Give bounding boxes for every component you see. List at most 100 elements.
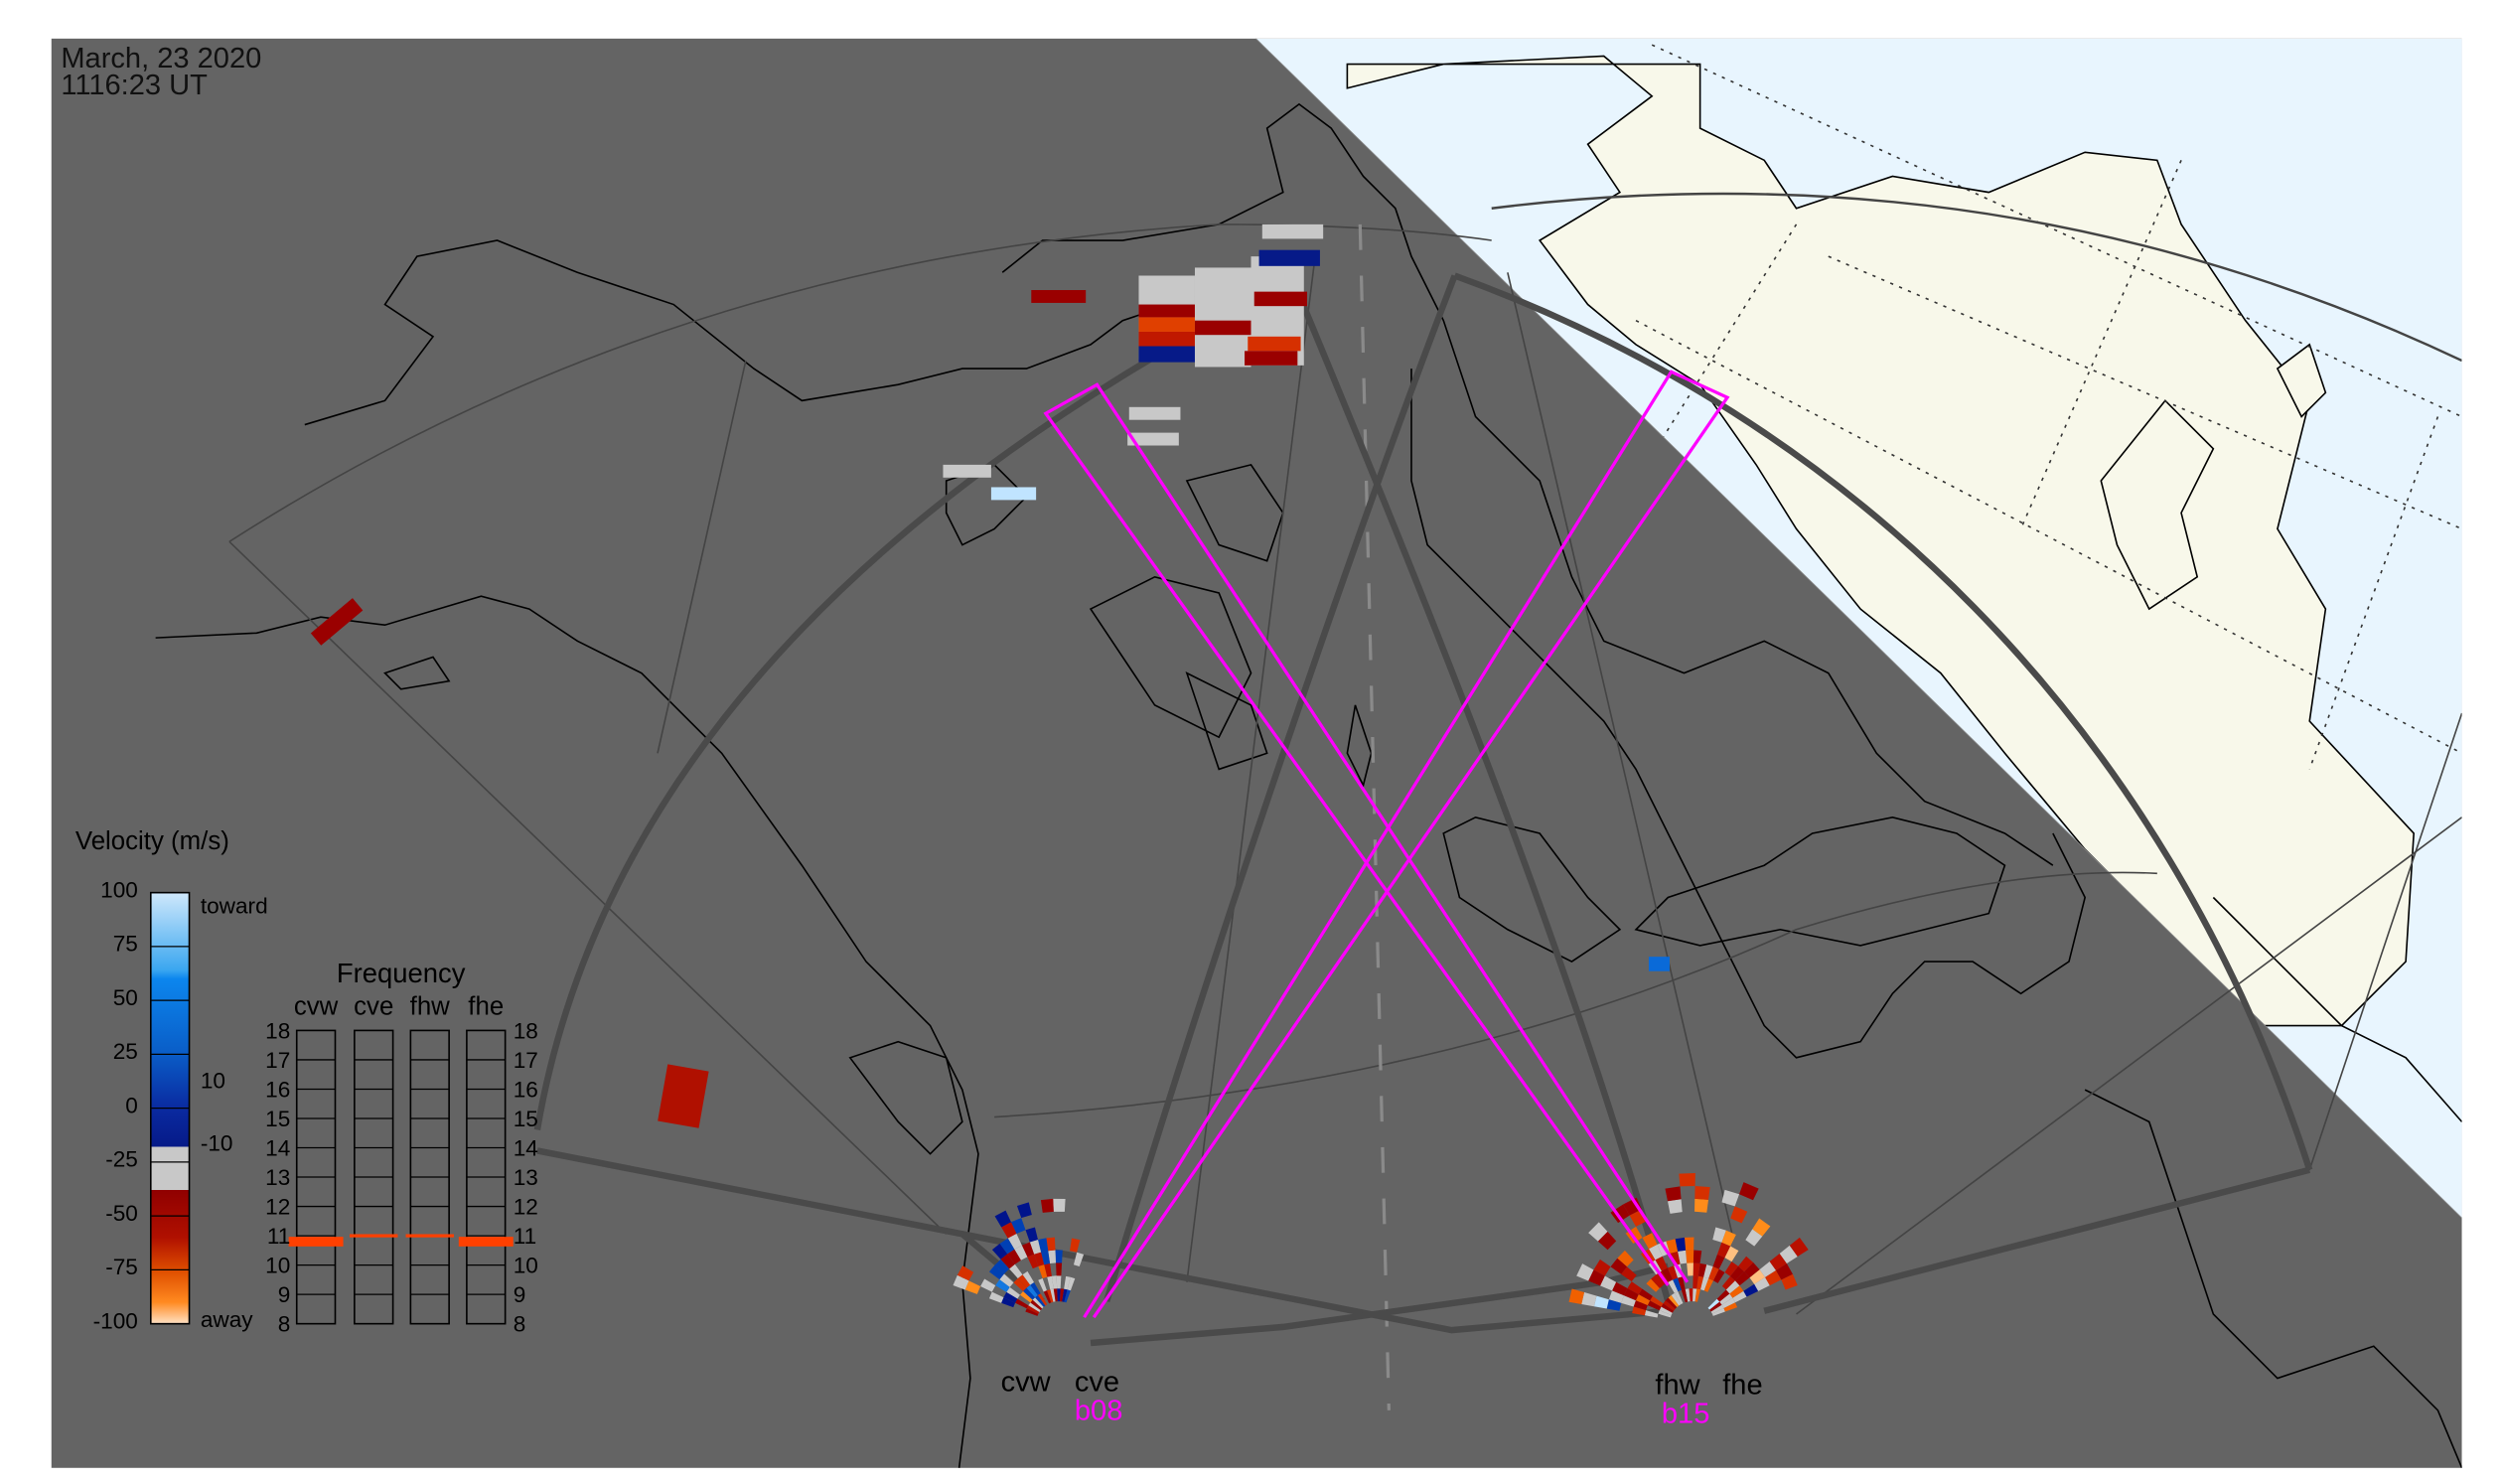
scatter-cell — [1003, 1291, 1018, 1303]
scatter-cell — [1041, 1251, 1051, 1265]
frequency-tick-right: 13 — [514, 1165, 538, 1190]
scatter-cell — [1712, 1227, 1726, 1243]
scatter-cell — [1056, 1262, 1063, 1276]
frequency-tick-left: 8 — [278, 1312, 291, 1337]
frequency-title: Frequency — [337, 958, 466, 988]
frequency-tick-left: 10 — [265, 1254, 290, 1278]
scatter-cell — [1725, 1280, 1740, 1294]
scatter-cell — [1017, 1274, 1031, 1288]
scatter-cell — [1050, 1288, 1056, 1302]
scatter-cell — [1610, 1258, 1627, 1274]
scatter-cell — [1001, 1222, 1017, 1239]
scatter-cell — [1007, 1249, 1021, 1264]
frequency-marker-cvw — [288, 1237, 344, 1247]
scatter-cell — [1635, 1294, 1651, 1306]
scatter-cell — [1647, 1300, 1662, 1311]
scatter-cell — [957, 1265, 974, 1281]
frequency-radar-cvw: cvw — [294, 992, 339, 1020]
scatter-cell — [1665, 1297, 1678, 1309]
terminator-line — [1255, 38, 2462, 1219]
scatter-cell — [999, 1273, 1014, 1287]
scatter-cell — [1623, 1197, 1642, 1216]
scatter-cell — [1687, 1262, 1693, 1276]
scatter-cell — [1608, 1290, 1624, 1303]
scatter-cell — [1703, 1264, 1713, 1279]
scatter-cell — [1025, 1308, 1039, 1316]
scatter-cell — [1721, 1230, 1736, 1247]
velocity-tick-label: 0 — [125, 1094, 138, 1118]
radar-scatter-fans — [953, 1173, 1809, 1318]
scatter-cell — [1006, 1286, 1020, 1299]
scatter-cell — [1670, 1251, 1681, 1266]
scatter-cell — [1048, 1250, 1057, 1263]
scatter-cell — [1674, 1291, 1684, 1305]
scatter-cell — [1026, 1284, 1038, 1298]
scatter-cell — [1064, 1289, 1071, 1303]
scatter-cell — [1016, 1202, 1032, 1219]
date-label: March, 23 2020 — [61, 43, 261, 74]
frequency-tick-left: 13 — [265, 1165, 290, 1190]
scatter-cell — [1694, 1185, 1710, 1200]
scatter-patches — [310, 223, 1670, 1128]
scatter-cell — [1062, 1288, 1068, 1302]
scatter-cell — [1022, 1270, 1035, 1285]
scatter-cell — [1019, 1290, 1033, 1303]
scatter-cell — [1721, 1189, 1740, 1207]
frequency-tick-left: 17 — [265, 1048, 290, 1073]
scatter-cell — [1745, 1229, 1763, 1247]
scatter-cell — [1597, 1231, 1617, 1251]
fov-outer-thin — [228, 223, 2462, 1315]
scatter-cell — [1053, 1288, 1058, 1302]
scatter-cell — [1009, 1263, 1023, 1279]
scatter-cell — [1621, 1295, 1636, 1307]
scatter-cell — [1046, 1289, 1054, 1303]
scatter-cell — [1037, 1293, 1048, 1306]
scatter-cell — [1059, 1288, 1065, 1302]
scatter-cell — [1721, 1297, 1736, 1308]
scatter-cell — [1732, 1290, 1747, 1303]
scatter-cell — [1627, 1281, 1643, 1295]
frequency-tick-right: 16 — [514, 1078, 538, 1103]
scatter-cell — [1638, 1288, 1653, 1301]
scatter-cell — [1729, 1265, 1745, 1281]
scatter-cell — [1781, 1273, 1798, 1290]
velocity-tick-label: 100 — [100, 878, 138, 903]
frequency-tick-left: 14 — [265, 1136, 290, 1161]
velocity-tick-label: -25 — [105, 1147, 138, 1172]
frequency-marker-fhe — [458, 1237, 514, 1247]
scatter-cell — [1684, 1237, 1694, 1251]
scatter-cell — [1734, 1271, 1750, 1286]
scatter-cell — [999, 1238, 1015, 1255]
time-label: 1116:23 UT — [61, 70, 208, 101]
scatter-cell — [1675, 1237, 1687, 1252]
scatter-cell — [1775, 1262, 1793, 1280]
scatter-cell — [964, 1280, 981, 1294]
scatter-cell — [1716, 1289, 1730, 1302]
frequency-tick-left: 16 — [265, 1078, 290, 1103]
scatter-cell — [1658, 1310, 1672, 1318]
frequency-tick-left: 12 — [265, 1195, 290, 1220]
scatter-cell — [1073, 1252, 1085, 1267]
scatter-cell — [1576, 1263, 1594, 1281]
radar-label-fhw: fhw — [1655, 1370, 1700, 1402]
beam-label-b08: b08 — [1075, 1395, 1122, 1426]
scatter-cell — [1644, 1310, 1659, 1318]
scatter-cell — [994, 1259, 1010, 1274]
scatter-cell — [1038, 1238, 1049, 1253]
scatter-cell — [1010, 1218, 1026, 1235]
frequency-tick-left: 15 — [265, 1107, 290, 1131]
scatter-cell — [1038, 1278, 1047, 1292]
scatter-cell — [1646, 1278, 1660, 1292]
scatter-cell — [1752, 1218, 1771, 1237]
scatter-cell — [1721, 1275, 1735, 1290]
frequency-tick-right: 11 — [514, 1224, 536, 1249]
scatter-cell — [1712, 1254, 1725, 1269]
frequency-radar-fhe: fhe — [468, 992, 504, 1020]
beam-label-b15: b15 — [1662, 1399, 1709, 1430]
scatter-cell — [1679, 1173, 1695, 1187]
frequency-tick-right: 12 — [514, 1195, 538, 1220]
scatter-cell — [1694, 1288, 1700, 1302]
scatter-cell — [1651, 1274, 1664, 1288]
